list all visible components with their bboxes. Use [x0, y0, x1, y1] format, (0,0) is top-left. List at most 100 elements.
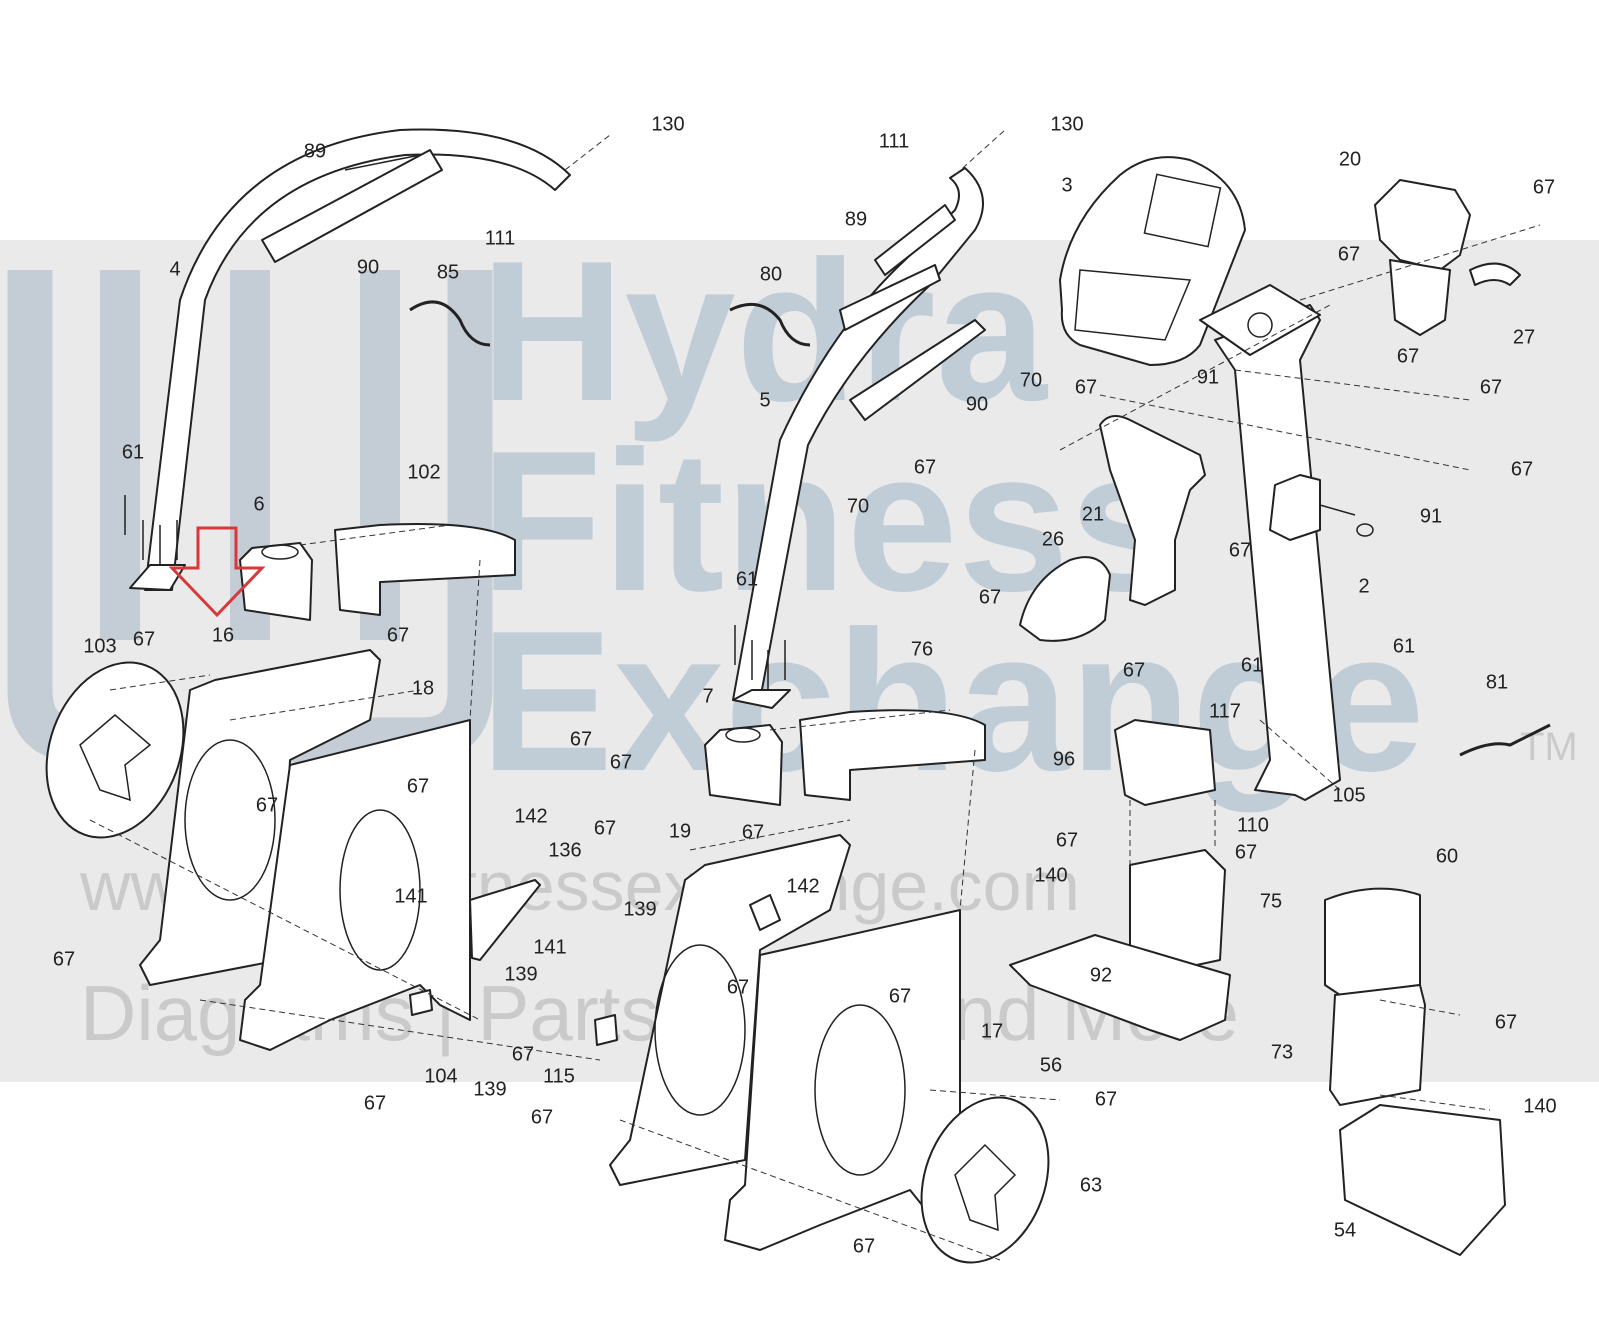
- base-plate-left: [129, 564, 186, 591]
- callout-5: 5: [759, 389, 770, 411]
- callout-67: 67: [742, 821, 764, 843]
- callout-67: 67: [387, 624, 409, 646]
- callout-103: 103: [83, 635, 116, 657]
- base-plate-middle: [732, 689, 791, 709]
- left-assembly: [45, 128, 618, 1061]
- callout-67: 67: [1056, 829, 1078, 851]
- callout-70: 70: [1020, 369, 1042, 391]
- callout-67: 67: [1229, 539, 1251, 561]
- callout-80: 80: [760, 263, 782, 285]
- callout-90: 90: [966, 393, 988, 415]
- callout-61: 61: [1393, 635, 1415, 657]
- handlebar-5: [732, 167, 984, 701]
- callout-67: 67: [1075, 376, 1097, 398]
- callout-67: 67: [1338, 243, 1360, 265]
- callout-139: 139: [504, 963, 537, 985]
- callout-67: 67: [512, 1043, 534, 1065]
- hood-76: [799, 709, 986, 801]
- callout-67: 67: [133, 628, 155, 650]
- callout-67: 67: [364, 1092, 386, 1114]
- cover-60: [1324, 887, 1421, 996]
- callout-96: 96: [1053, 748, 1075, 770]
- frame-16: [139, 649, 381, 986]
- post-73: [1329, 984, 1426, 1106]
- callout-141: 141: [394, 885, 427, 907]
- callout-91: 91: [1197, 366, 1219, 388]
- callout-2: 2: [1358, 575, 1369, 597]
- arm-21: [1099, 415, 1206, 606]
- callout-115: 115: [543, 1065, 575, 1087]
- callout-18: 18: [412, 677, 434, 699]
- mast-plate: [1199, 284, 1321, 356]
- clip-27: [1469, 262, 1521, 286]
- cable-85: [409, 300, 491, 347]
- callout-67: 67: [1533, 176, 1555, 198]
- bracket-96: [1114, 719, 1216, 806]
- callout-17: 17: [981, 1020, 1003, 1042]
- callout-67: 67: [53, 948, 75, 970]
- callout-67: 67: [914, 456, 936, 478]
- callout-61: 61: [1241, 654, 1263, 676]
- callout-56: 56: [1040, 1054, 1062, 1076]
- callout-67: 67: [1095, 1088, 1117, 1110]
- clip-115: [594, 1014, 618, 1046]
- frame-19: [609, 834, 851, 1186]
- cover-strip: [839, 264, 941, 331]
- callout-139: 139: [473, 1078, 506, 1100]
- callout-140: 140: [1523, 1095, 1556, 1117]
- callout-70: 70: [847, 495, 869, 517]
- callout-111: 111: [485, 227, 515, 249]
- callout-67: 67: [979, 586, 1001, 608]
- callout-61: 61: [736, 568, 758, 590]
- callout-67: 67: [1480, 376, 1502, 398]
- callout-16: 16: [212, 624, 234, 646]
- tray-56: [1009, 934, 1231, 1041]
- callout-67: 67: [727, 976, 749, 998]
- cover-7: [704, 724, 783, 806]
- shroud-90-right: [849, 319, 986, 421]
- highlight-arrow-down-icon: [168, 526, 266, 618]
- bolts-61-middle: [734, 625, 786, 690]
- bolts-61-left: [124, 495, 178, 565]
- callout-67: 67: [1397, 345, 1419, 367]
- callout-67: 67: [570, 728, 592, 750]
- callout-92: 92: [1090, 964, 1112, 986]
- callout-117: 117: [1209, 700, 1241, 722]
- callout-67: 67: [256, 794, 278, 816]
- callout-67: 67: [853, 1235, 875, 1257]
- callout-141: 141: [533, 936, 566, 958]
- callout-21: 21: [1082, 503, 1104, 525]
- callout-104: 104: [424, 1065, 457, 1087]
- callout-89: 89: [304, 140, 326, 162]
- callout-105: 105: [1332, 784, 1365, 806]
- callout-6: 6: [253, 493, 264, 515]
- disc-103: [45, 661, 185, 839]
- grip-90: [261, 149, 443, 263]
- disc-63: [920, 1096, 1050, 1264]
- watermark-trademark: TM: [1520, 725, 1578, 769]
- callout-142: 142: [786, 875, 819, 897]
- grip-89-right: [874, 204, 956, 276]
- callout-27: 27: [1513, 326, 1535, 348]
- callout-81: 81: [1486, 671, 1508, 693]
- callout-67: 67: [1511, 458, 1533, 480]
- console-3: [1059, 156, 1246, 366]
- callout-67: 67: [531, 1106, 553, 1128]
- cover-6: [239, 542, 313, 621]
- hood-102: [334, 523, 516, 616]
- callout-139: 139: [623, 898, 656, 920]
- callout-75: 75: [1260, 890, 1282, 912]
- shroud-20: [1374, 179, 1471, 271]
- callout-61: 61: [122, 441, 144, 463]
- callout-4: 4: [169, 258, 180, 280]
- callout-73: 73: [1271, 1041, 1293, 1063]
- callout-67: 67: [1235, 841, 1257, 863]
- guides-right: [1059, 224, 1541, 1111]
- guides-middle: [564, 129, 1061, 1261]
- middle-assembly: [564, 129, 1061, 1264]
- callout-136: 136: [548, 839, 581, 861]
- callout-89: 89: [845, 208, 867, 230]
- callout-102: 102: [407, 461, 440, 483]
- handlebar-4: [144, 128, 571, 591]
